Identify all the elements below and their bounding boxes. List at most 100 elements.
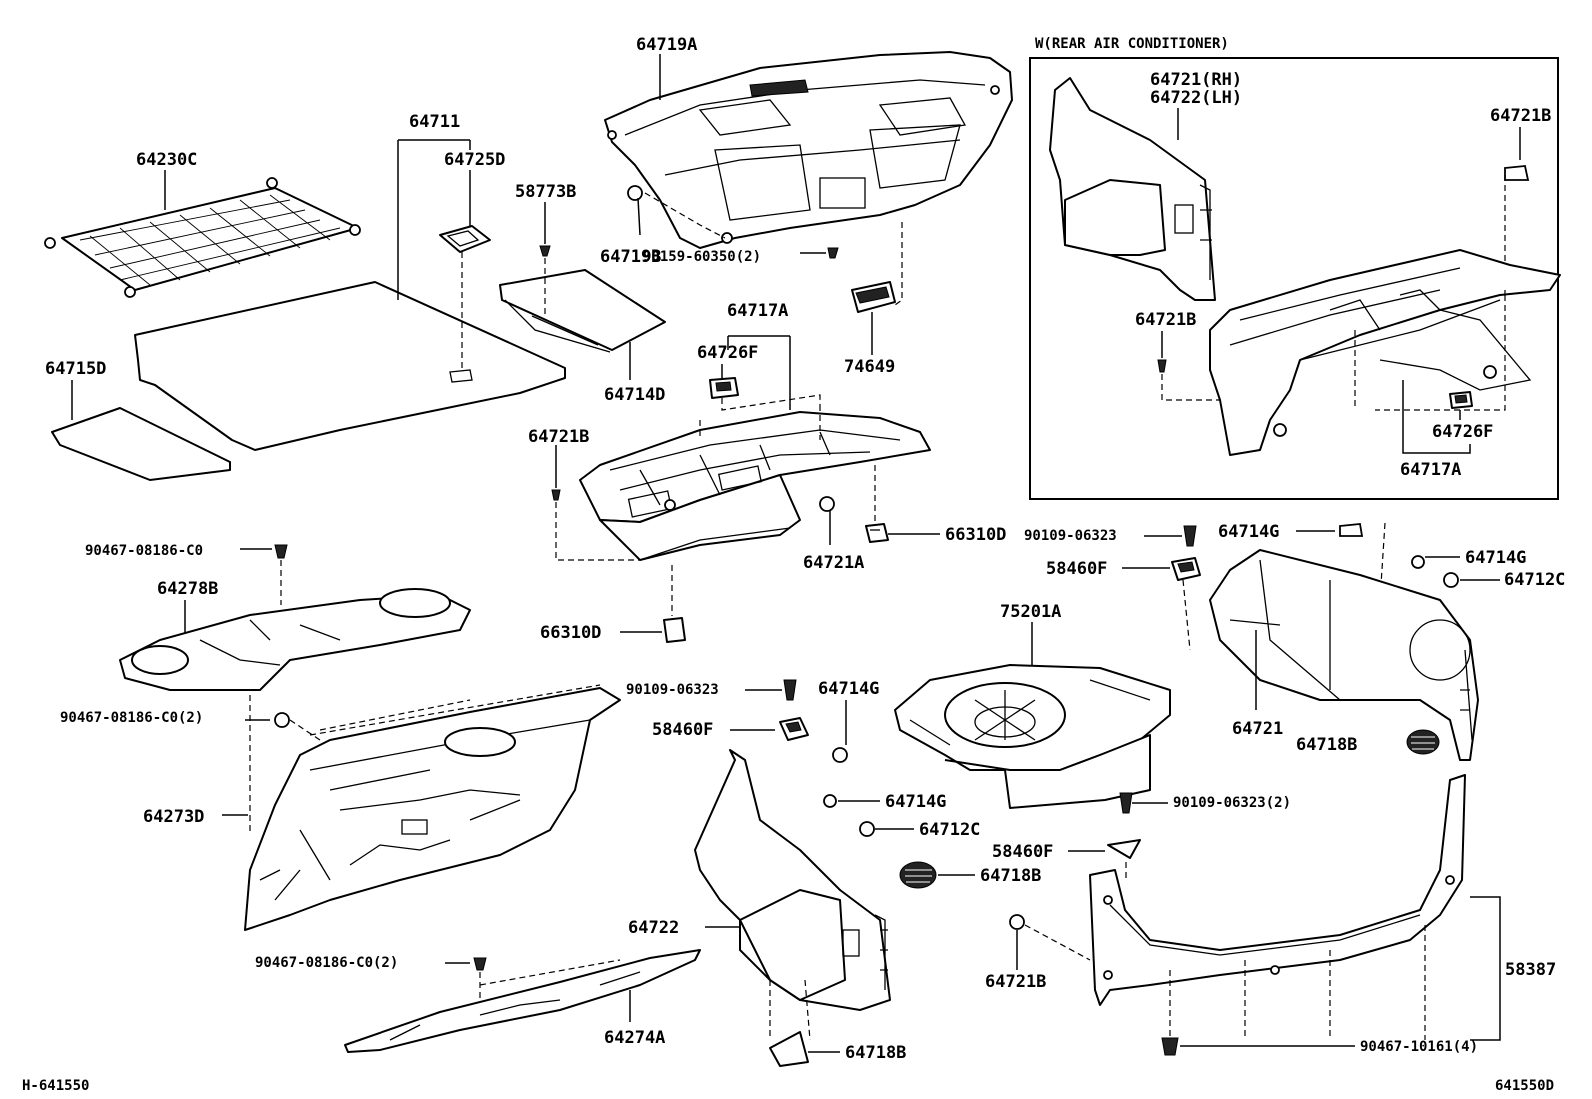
part-label: 90109-06323 <box>626 682 719 698</box>
part-label: 64714G <box>1465 548 1526 568</box>
clip-90467-10161 <box>1161 1037 1179 1056</box>
screw-90109-2 <box>1119 792 1133 814</box>
part-label: 64717A <box>1400 460 1461 480</box>
part-label: 90159-60350(2) <box>643 249 761 265</box>
clip-64721A <box>819 496 835 512</box>
part-label: 58460F <box>1046 559 1107 579</box>
part-label: 90467-08186-C0 <box>85 543 203 559</box>
tire-tray-75201A <box>894 664 1171 809</box>
part-label: 64712C <box>919 820 980 840</box>
package-tray-64717A <box>579 411 931 561</box>
nut-58460F-c <box>1107 839 1141 859</box>
part-label: 64274A <box>604 1028 665 1048</box>
side-trim-64722 <box>694 749 891 1011</box>
part-label: 64718B <box>1296 735 1357 755</box>
part-label: 64725D <box>444 150 505 170</box>
clip-90467-top <box>274 544 288 559</box>
part-label: 64721B <box>528 427 589 447</box>
pad-64718B-b <box>769 1031 809 1067</box>
part-label: 66310D <box>945 525 1006 545</box>
part-label: 66310D <box>540 623 601 643</box>
clip-64714G-b <box>823 794 837 808</box>
clip-64712C-a <box>859 821 875 837</box>
trunk-floor-mat <box>134 281 566 451</box>
part-label: 64722 <box>628 918 679 938</box>
part-label: 64721 <box>1232 719 1283 739</box>
cargo-net <box>44 177 361 298</box>
part-label: 64714G <box>818 679 879 699</box>
ac-clip-64721B-right <box>1504 165 1530 181</box>
part-label: 64718B <box>980 866 1041 886</box>
clip-64714G-d <box>1411 555 1425 569</box>
part-label: 64721(RH) <box>1150 70 1242 90</box>
trunk-trim-64273D <box>244 687 621 931</box>
part-label: 90467-10161(4) <box>1360 1039 1478 1055</box>
clip-64714G-a <box>832 747 848 763</box>
part-label: 64721B <box>1490 106 1551 126</box>
handle-74649 <box>851 281 896 313</box>
part-label: 90109-06323 <box>1024 528 1117 544</box>
tray-64278B <box>119 588 471 691</box>
part-label: 64714G <box>885 792 946 812</box>
part-label: 64726F <box>1432 422 1493 442</box>
part-label: 64714G <box>1218 522 1279 542</box>
part-label: 64230C <box>136 150 197 170</box>
part-label: 64722(LH) <box>1150 88 1242 108</box>
vent-64718B-a <box>899 861 937 889</box>
screw-90159 <box>827 247 839 259</box>
trim-64274A <box>344 949 701 1053</box>
part-label: 64721B <box>1135 310 1196 330</box>
footer-left-code: H-641550 <box>22 1078 89 1094</box>
cover-64714D <box>499 269 666 353</box>
clip-64721B-mid <box>551 489 561 501</box>
part-label: 64714D <box>604 385 665 405</box>
ac-clip-64721B-left <box>1157 359 1167 373</box>
part-label: 64273D <box>143 807 204 827</box>
sill-plate-58387 <box>1089 774 1466 1006</box>
part-label: 64718B <box>845 1043 906 1063</box>
part-label: 58460F <box>652 720 713 740</box>
side-trim-64721 <box>1209 549 1479 761</box>
clip-58773B <box>539 245 551 257</box>
part-label: 58460F <box>992 842 1053 862</box>
screw-90109-b <box>1183 525 1197 547</box>
side-mat-64715D <box>51 407 231 481</box>
nut-58460F-b <box>1171 557 1201 581</box>
part-label: 64719B <box>600 247 661 267</box>
clip-90467-2a <box>274 712 290 728</box>
part-label: 90109-06323(2) <box>1173 795 1291 811</box>
clip-66310D-bottom <box>663 617 686 643</box>
part-label: 64719A <box>636 35 697 55</box>
trunk-lid-trim <box>604 51 1013 249</box>
part-label: 64721A <box>803 553 864 573</box>
clip-90467-2b <box>473 957 487 971</box>
part-label: 64711 <box>409 112 460 132</box>
vent-64718B-c <box>1406 729 1440 755</box>
clip-64726F <box>709 377 739 399</box>
clip-64712C-b <box>1443 572 1459 588</box>
part-label: 64712C <box>1504 570 1565 590</box>
clip-64721B-low <box>1009 914 1025 930</box>
part-label: 90467-08186-C0(2) <box>60 710 203 726</box>
part-label: 90467-08186-C0(2) <box>255 955 398 971</box>
clip-64714G-c <box>1339 523 1364 537</box>
part-label: 58387 <box>1505 960 1556 980</box>
part-label: 74649 <box>844 357 895 377</box>
screw-90109-a <box>783 679 797 701</box>
footer-right-code: 641550D <box>1495 1078 1554 1094</box>
part-label: 64717A <box>727 301 788 321</box>
svg-text:64719A: 64719A <box>636 35 697 55</box>
ac-package-tray <box>1209 249 1561 456</box>
nut-58460F-a <box>779 717 809 741</box>
section-title: W(REAR AIR CONDITIONER) <box>1035 36 1229 52</box>
part-label: 64278B <box>157 579 218 599</box>
part-label: 64721B <box>985 972 1046 992</box>
part-label: 64726F <box>697 343 758 363</box>
ac-side-trim <box>1049 77 1216 301</box>
clip-64719B <box>627 185 643 236</box>
part-label: 64715D <box>45 359 106 379</box>
hook-64725D <box>439 225 491 253</box>
part-label: 75201A <box>1000 602 1061 622</box>
part-label: 58773B <box>515 182 576 202</box>
